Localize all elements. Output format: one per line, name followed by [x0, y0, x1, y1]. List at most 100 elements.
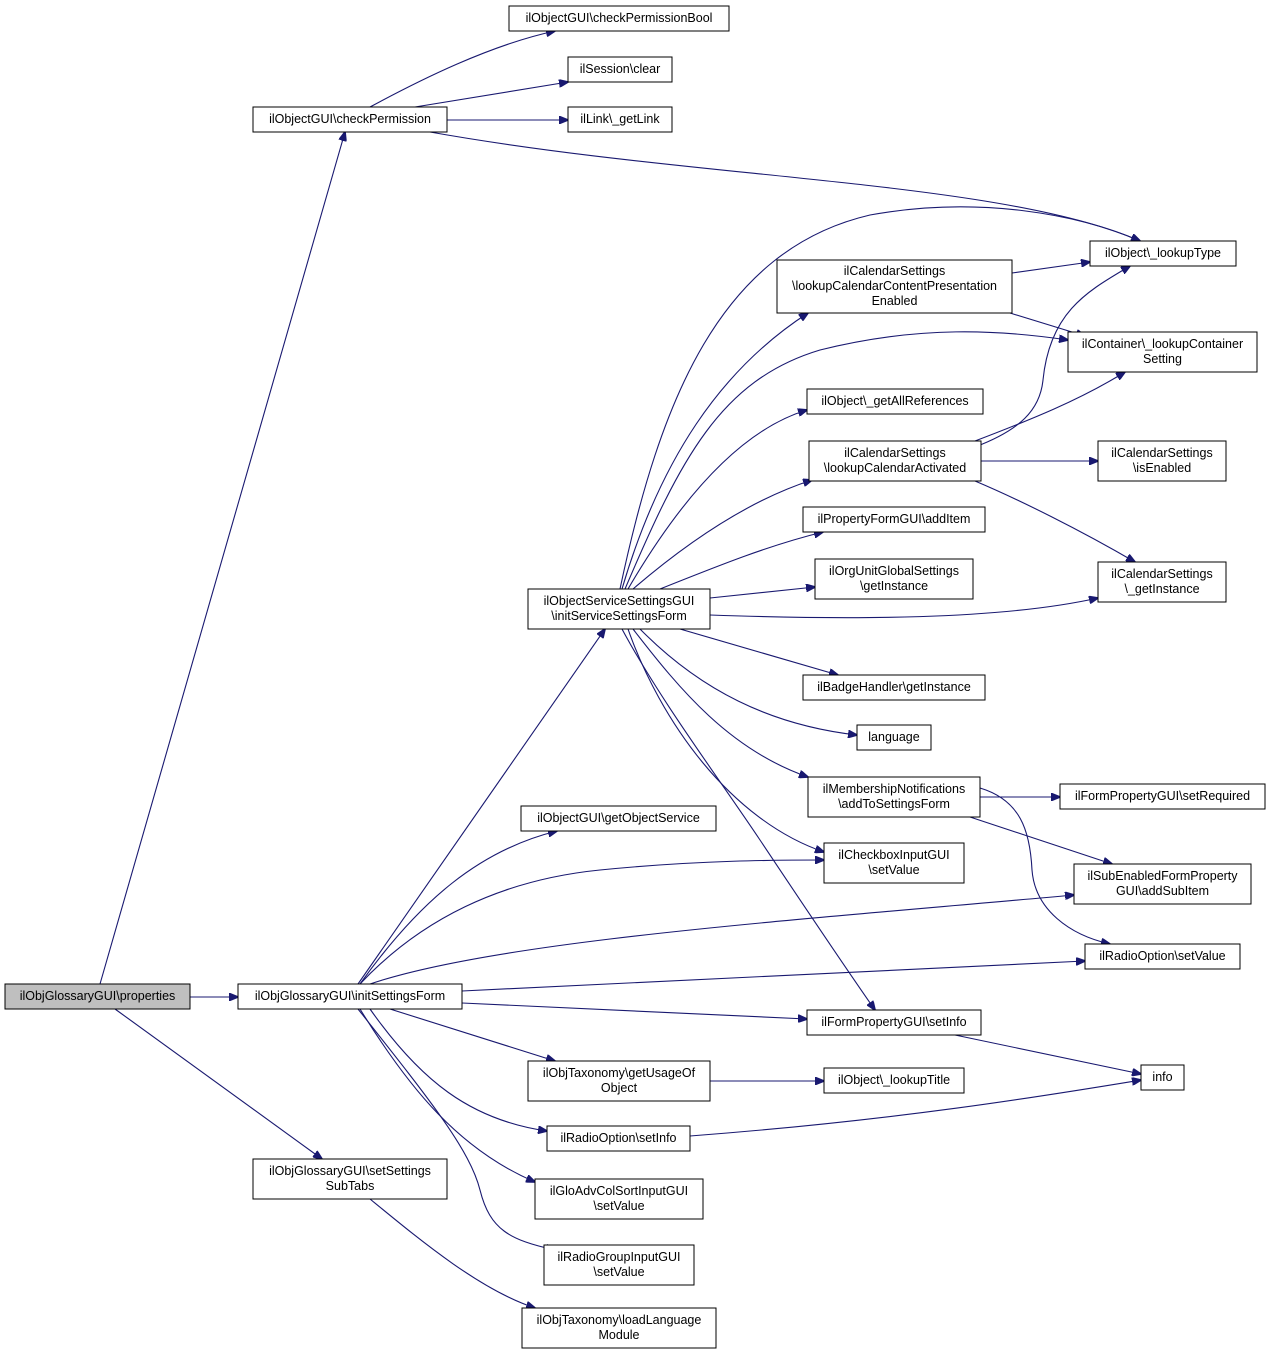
node-box: [823, 842, 965, 884]
node-initServiceSettingsForm[interactable]: ilObjectServiceSettingsGUI\initServiceSe…: [527, 588, 711, 630]
nodes-layer: ilObjGlossaryGUI\properties ilObjectGUI\c…: [4, 5, 1266, 1349]
node-root[interactable]: ilObjGlossaryGUI\properties: [4, 983, 191, 1010]
node-checkPermissionBool[interactable]: ilObjectGUI\checkPermissionBool: [508, 5, 730, 32]
node-sessionClear[interactable]: ilSession\clear: [567, 56, 673, 83]
node-lookupCalContentPres[interactable]: ilCalendarSettings\lookupCalendarContent…: [776, 259, 1013, 314]
node-label-line: ilObjectServiceSettingsGUI: [544, 594, 695, 608]
edge-path: [461, 961, 1085, 992]
node-label-line: ilFormPropertyGUI\setRequired: [1075, 789, 1250, 803]
node-calIsEnabled[interactable]: ilCalendarSettings\isEnabled: [1097, 440, 1227, 482]
node-addItem[interactable]: ilPropertyFormGUI\addItem: [802, 506, 986, 533]
node-orgUnitGetInstance[interactable]: ilOrgUnitGlobalSettings\getInstance: [814, 558, 974, 600]
node-box: [814, 558, 974, 600]
node-label-line: ilObjectGUI\checkPermissionBool: [526, 11, 713, 25]
node-lookupType[interactable]: ilObject\_lookupType: [1089, 240, 1237, 267]
edge-path: [357, 629, 605, 985]
node-getLink[interactable]: ilLink\_getLink: [567, 106, 673, 133]
edge-path: [621, 628, 875, 1010]
node-box: [527, 588, 711, 630]
node-box: [1073, 863, 1252, 905]
node-lookupTitle[interactable]: ilObject\_lookupTitle: [823, 1067, 965, 1094]
edge-path: [369, 1008, 547, 1131]
node-setRequired[interactable]: ilFormPropertyGUI\setRequired: [1059, 783, 1266, 810]
node-box: [546, 1125, 691, 1152]
node-calGetInstance[interactable]: ilCalendarSettings\_getInstance: [1097, 561, 1227, 603]
node-box: [808, 440, 982, 482]
node-label-line: ilContainer\_lookupContainer: [1082, 337, 1243, 351]
edge-path: [621, 313, 808, 590]
node-label-line: GUI\addSubItem: [1116, 884, 1209, 898]
edge-initSettingsForm-to-formPropSetInfo: [461, 1002, 807, 1019]
node-box: [1059, 783, 1266, 810]
node-label-line: \addToSettingsForm: [838, 797, 950, 811]
edge-initServiceSettingsForm-to-addToSettingsForm: [632, 628, 808, 777]
edge-addToSettingsForm-to-radioOptionSetValue: [979, 787, 1110, 944]
node-language[interactable]: language: [856, 724, 932, 751]
node-label-line: SubTabs: [326, 1179, 375, 1193]
node-label-line: ilObjGlossaryGUI\setSettings: [269, 1164, 431, 1178]
edge-path: [369, 31, 555, 108]
node-label-line: \setValue: [593, 1265, 644, 1279]
edge-path: [114, 1008, 322, 1159]
edge-path: [709, 587, 815, 599]
edge-checkPermission-to-checkPermissionBool: [369, 31, 555, 108]
edge-lookupCalActivated-to-calGetInstance: [974, 480, 1135, 562]
node-box: [508, 5, 730, 32]
edge-formPropSetInfo-to-info: [954, 1034, 1141, 1074]
edge-path: [389, 1008, 555, 1061]
edge-path: [359, 831, 557, 985]
node-label-line: ilSession\clear: [580, 62, 661, 76]
node-box: [856, 724, 932, 751]
node-label-line: ilCalendarSettings: [1111, 446, 1212, 460]
edge-path: [99, 132, 345, 985]
node-box: [1140, 1064, 1185, 1091]
edge-path: [461, 1002, 807, 1019]
node-box: [543, 1244, 695, 1286]
edge-path: [369, 895, 1074, 985]
node-info[interactable]: info: [1140, 1064, 1185, 1091]
node-label-line: language: [868, 730, 919, 744]
node-label-line: ilObject\_lookupTitle: [838, 1073, 950, 1087]
node-getAllReferences[interactable]: ilObject\_getAllReferences: [806, 388, 984, 415]
edge-path: [974, 372, 1125, 442]
edge-path: [679, 628, 838, 675]
edge-initSettingsForm-to-checkboxSetValue: [359, 860, 824, 985]
node-radioGroupSetValue[interactable]: ilRadioGroupInputGUI\setValue: [543, 1244, 695, 1286]
edge-initSettingsForm-to-radioOptionSetInfo: [369, 1008, 547, 1131]
node-label-line: ilObjTaxonomy\loadLanguage: [537, 1313, 702, 1327]
node-box: [806, 388, 984, 415]
node-label-line: info: [1152, 1070, 1172, 1084]
node-gloAdvColSort[interactable]: ilGloAdvColSortInputGUI\setValue: [534, 1178, 704, 1220]
node-lookupCalActivated[interactable]: ilCalendarSettings\lookupCalendarActivat…: [808, 440, 982, 482]
node-checkboxSetValue[interactable]: ilCheckboxInputGUI\setValue: [823, 842, 965, 884]
edge-path: [689, 1080, 1141, 1137]
node-checkPermission[interactable]: ilObjectGUI\checkPermission: [252, 106, 448, 133]
node-label-line: ilLink\_getLink: [580, 112, 660, 126]
node-getObjectService[interactable]: ilObjectGUI\getObjectService: [520, 805, 717, 832]
node-box: [567, 106, 673, 133]
node-addToSettingsForm[interactable]: ilMembershipNotifications\addToSettingsF…: [807, 776, 981, 818]
node-radioOptionSetInfo[interactable]: ilRadioOption\setInfo: [546, 1125, 691, 1152]
edge-path: [974, 266, 1130, 448]
node-label-line: \initServiceSettingsForm: [551, 609, 686, 623]
node-box: [823, 1067, 965, 1094]
node-badgeGetInstance[interactable]: ilBadgeHandler\getInstance: [802, 674, 986, 701]
node-label-line: Enabled: [872, 294, 918, 308]
node-formPropSetInfo[interactable]: ilFormPropertyGUI\setInfo: [806, 1009, 982, 1036]
node-radioOptionSetValue[interactable]: ilRadioOption\setValue: [1084, 943, 1241, 970]
node-box: [567, 56, 673, 83]
edge-path: [979, 787, 1110, 944]
node-initSettingsForm[interactable]: ilObjGlossaryGUI\initSettingsForm: [237, 983, 463, 1010]
edge-root-to-checkPermission: [99, 132, 345, 985]
edge-initServiceSettingsForm-to-lookupCalContentPres: [621, 313, 808, 590]
node-label-line: \lookupCalendarActivated: [824, 461, 966, 475]
node-label-line: ilRadioOption\setValue: [1099, 949, 1225, 963]
edge-path: [1011, 262, 1090, 274]
edge-root-to-setSettingsSubTabs: [114, 1008, 322, 1159]
node-label-line: ilObjGlossaryGUI\properties: [20, 989, 176, 1003]
